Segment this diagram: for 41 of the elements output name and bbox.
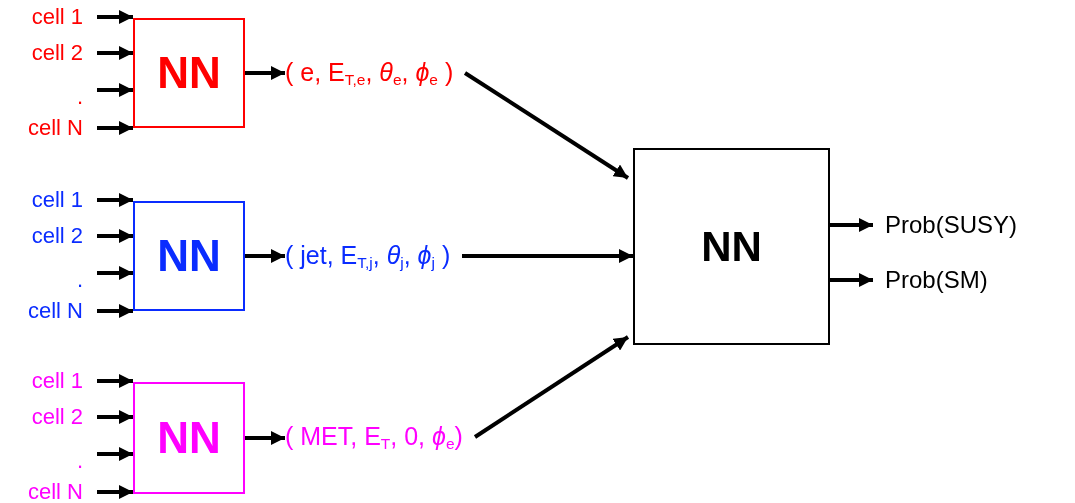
input-label: . (76, 84, 83, 110)
network-box: NN (133, 382, 245, 494)
arrow (245, 249, 285, 263)
input-label: . (76, 448, 83, 474)
arrow (97, 266, 133, 280)
arrow (245, 431, 285, 445)
arrow (473, 335, 630, 439)
network-box: NN (133, 18, 245, 128)
input-label: . (76, 267, 83, 293)
arrow (97, 193, 133, 207)
input-label: cell 2 (31, 40, 83, 66)
arrow (830, 273, 873, 287)
arrow (97, 83, 133, 97)
input-label: cell 2 (31, 404, 83, 430)
output-label: Prob(SUSY) (885, 211, 1018, 239)
feature-tuple: ( e, E$_{T,e}$, θ$_{e}$, ϕ$_{e}$ ) (285, 57, 454, 89)
arrow (245, 66, 285, 80)
arrow (97, 304, 133, 318)
arrow (97, 447, 133, 461)
arrow (97, 229, 133, 243)
input-label: cell 2 (31, 223, 83, 249)
arrow (97, 46, 133, 60)
input-label: cell 1 (31, 4, 83, 30)
network-box: NN (133, 201, 245, 311)
feature-tuple: ( jet, E$_{T,j}$, θ$_{j}$, ϕ$_{j}$ ) (285, 240, 451, 272)
input-label: cell N (28, 298, 83, 324)
input-label: cell 1 (31, 187, 83, 213)
arrow (97, 374, 133, 388)
input-label: cell N (28, 479, 83, 503)
feature-tuple: ( MET, E$_{T}$, 0, ϕ$_{e}$) (285, 421, 463, 453)
arrow (462, 249, 633, 263)
input-label: cell 1 (31, 368, 83, 394)
arrow (463, 71, 630, 180)
network-box: NN (633, 148, 830, 345)
arrow (97, 10, 133, 24)
arrow (97, 410, 133, 424)
arrow (97, 485, 133, 499)
output-label: Prob(SM) (885, 266, 988, 294)
input-label: cell N (28, 115, 83, 141)
arrow (830, 218, 873, 232)
arrow (97, 121, 133, 135)
